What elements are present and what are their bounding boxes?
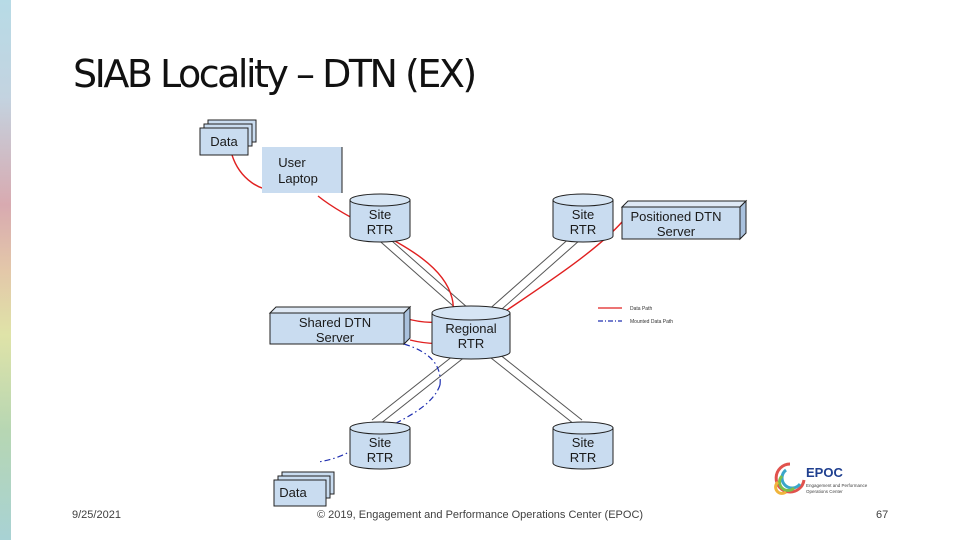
epoc-logo: EPOC Engagement and Performance Operatio…	[774, 462, 868, 495]
epoc-logo-name: EPOC	[806, 465, 843, 480]
data-stack-bottom: Data	[273, 471, 335, 507]
footer-date: 9/25/2021	[72, 509, 121, 521]
network-links	[371, 233, 583, 425]
data-stack-top: Data	[199, 119, 257, 156]
site-rtr-br-line1: Site	[572, 435, 594, 450]
site-rtr-br-line2: RTR	[570, 450, 596, 465]
site-rtr-tl-line1: Site	[369, 207, 391, 222]
epoc-logo-swirl-icon	[774, 462, 806, 495]
shared-dtn-line2: Server	[316, 330, 355, 345]
shared-dtn-line1: Shared DTN	[299, 315, 371, 330]
site-rtr-bottom-left: Site RTR	[349, 421, 411, 470]
data-top-label: Data	[210, 134, 238, 149]
site-rtr-top-left: Site RTR	[349, 193, 411, 243]
decorative-side-bar	[0, 0, 11, 540]
link-bottomright-regional	[485, 349, 583, 425]
link-bottomleft-regional	[371, 351, 467, 425]
legend-data-path-label: Data Path	[630, 306, 652, 312]
regional-rtr: Regional RTR	[431, 305, 511, 360]
site-rtr-bl-line2: RTR	[367, 450, 393, 465]
regional-rtr-line1: Regional	[445, 321, 496, 336]
data-bottom-label: Data	[279, 485, 307, 500]
shared-dtn-server: Shared DTN Server	[268, 305, 412, 346]
site-rtr-tr-line2: RTR	[570, 222, 596, 237]
site-rtr-top-right: Site RTR	[552, 193, 614, 243]
site-rtr-tl-line2: RTR	[367, 222, 393, 237]
site-rtr-bl-line1: Site	[369, 435, 391, 450]
mounted-path-shared	[403, 343, 441, 386]
user-laptop: User Laptop	[262, 147, 343, 193]
footer-copyright: © 2019, Engagement and Performance Opera…	[317, 509, 644, 521]
user-laptop-line2: Laptop	[278, 171, 318, 186]
link-topright-regional	[485, 235, 581, 317]
legend-mounted-path-label: Mounted Data Path	[630, 319, 673, 325]
footer-page-number: 67	[876, 509, 889, 521]
site-rtr-tr-line1: Site	[572, 207, 594, 222]
positioned-dtn-line1: Positioned DTN	[630, 209, 721, 224]
epoc-logo-tagline-2: Operations Center	[806, 489, 843, 494]
slide-title: SIAB Locality – DTN (EX)	[73, 52, 477, 96]
user-laptop-line1: User	[278, 155, 306, 170]
site-rtr-bottom-right: Site RTR	[552, 421, 614, 470]
positioned-dtn-line2: Server	[657, 224, 696, 239]
positioned-dtn-server: Positioned DTN Server	[620, 199, 748, 241]
epoc-logo-tagline-1: Engagement and Performance	[806, 483, 868, 488]
regional-rtr-line2: RTR	[458, 336, 484, 351]
legend: Data Path Mounted Data Path	[598, 306, 673, 325]
link-topleft-regional	[373, 233, 469, 313]
